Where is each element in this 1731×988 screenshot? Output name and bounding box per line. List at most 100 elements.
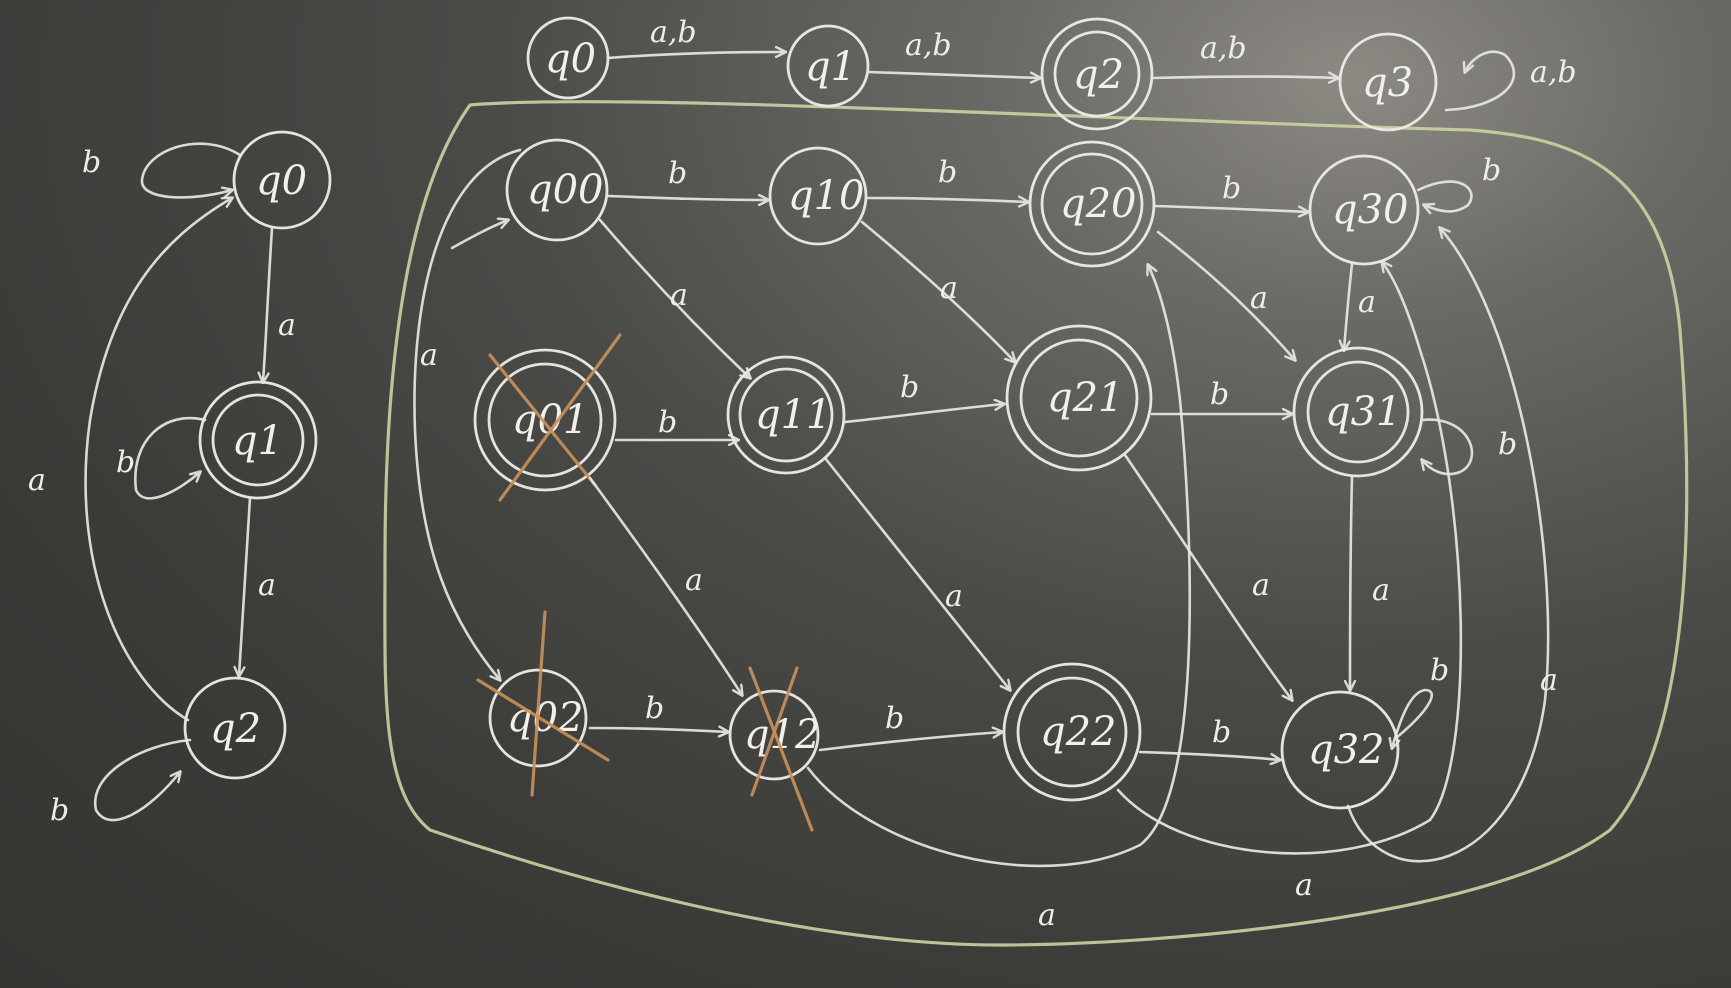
edge-q11-q21 (843, 404, 1004, 424)
state-q20-label: q20 (1060, 181, 1137, 227)
edge-q01-q12 (588, 476, 742, 695)
left-edge-q1-q2-label: a (258, 568, 276, 603)
state-q01-outer (473, 348, 617, 492)
state-q02-label: q02 (507, 695, 584, 741)
edge-q22-q32 (1138, 750, 1280, 760)
edge-q21-q32-label: a (1252, 568, 1270, 603)
state-q21-inner (1019, 338, 1139, 458)
state-q30-label: q30 (1332, 187, 1409, 233)
edge-q12-q22 (818, 732, 1002, 752)
top-state-q0-label: q0 (545, 36, 596, 82)
state-q00 (505, 138, 609, 242)
edge-q30-q31 (1344, 262, 1354, 350)
edge-q10-q20 (866, 198, 1028, 202)
top-edge-q1-q2 (866, 70, 1040, 78)
strike-q12-a (748, 666, 814, 832)
state-q22-inner (1016, 676, 1128, 788)
top-automaton: q0 q1 q2 q3 a,b a,b a,b a,b (526, 15, 1577, 132)
loop-q31 (1422, 418, 1474, 476)
state-q31-inner (1306, 360, 1410, 464)
edge-q00-q10-label: b (668, 156, 687, 191)
edge-q10-q21 (860, 220, 1015, 362)
state-q32-label: q32 (1308, 727, 1385, 773)
left-loop-q2 (93, 738, 192, 822)
strike-q12-b (750, 666, 799, 797)
state-q21-label: q21 (1047, 375, 1124, 421)
edge-q12-q22-label: b (885, 701, 904, 736)
left-state-q0 (232, 130, 332, 230)
top-state-q1-label: q1 (805, 44, 856, 90)
edge-q21-q32 (1123, 453, 1292, 700)
strike-q02-a (476, 678, 610, 762)
edge-q11-q22-label: a (945, 579, 963, 614)
state-q01-inner (487, 362, 603, 478)
top-edge-q0-q1-label: a,b (650, 15, 697, 50)
left-edge-q0-q1 (263, 226, 274, 382)
edge-q12-q20-label: a (1038, 898, 1056, 933)
top-edge-q2-q3 (1150, 77, 1338, 79)
strike-q02-b (530, 610, 547, 797)
edge-q31-q32-label: a (1372, 573, 1390, 608)
left-edge-q2-q0-label: a (28, 463, 46, 498)
state-q11-outer (726, 355, 846, 475)
edge-q20-q31 (1156, 230, 1295, 360)
edge-q11-q22 (823, 456, 1010, 690)
strike-q01-a (488, 353, 597, 487)
state-q02 (488, 668, 588, 768)
top-loop-q3-label: a,b (1530, 55, 1577, 90)
top-state-q3-label: q3 (1362, 60, 1413, 106)
edge-q20-q31-label: a (1250, 281, 1268, 316)
state-q10-label: q10 (788, 173, 865, 219)
left-loop-q1-label: b (116, 445, 135, 480)
top-loop-q3 (1444, 50, 1516, 112)
state-q00-label: q00 (527, 167, 604, 213)
edge-q31-q32 (1350, 474, 1352, 690)
edge-q30-q31-label: a (1358, 285, 1376, 320)
top-state-q2-label: q2 (1073, 52, 1124, 98)
state-q20-inner (1040, 152, 1144, 256)
left-state-q0-label: q0 (256, 158, 307, 204)
state-q11-inner (738, 367, 834, 463)
state-q11-label: q11 (755, 392, 832, 438)
edge-q02-q12 (588, 728, 728, 732)
edge-q10-q20-label: b (938, 155, 957, 190)
left-loop-q0-label: b (82, 145, 101, 180)
left-loop-q1 (134, 416, 207, 500)
loop-q30-label: b (1482, 153, 1501, 188)
edge-q00-q02-label: a (420, 338, 438, 373)
left-automaton: q0 q1 q2 b a b a b a (28, 130, 332, 828)
left-state-q1-label: q1 (232, 418, 283, 464)
state-q01-label: q01 (512, 397, 589, 443)
loop-q30 (1416, 180, 1473, 212)
initial-arrow-q00 (450, 220, 508, 250)
left-edge-q1-q2 (239, 496, 252, 676)
loop-q32-label: b (1430, 653, 1449, 688)
edge-q00-q11-label: a (670, 278, 688, 313)
loop-q32 (1392, 688, 1434, 748)
strike-q01-b (498, 333, 622, 502)
top-edge-q0-q1 (606, 52, 785, 60)
edge-q21-q31-label: b (1210, 377, 1229, 412)
edge-q02-q12-label: b (645, 691, 664, 726)
edge-q01-q12-label: a (685, 563, 703, 598)
state-q31-label: q31 (1325, 389, 1402, 435)
left-edge-q2-q0 (84, 198, 232, 722)
edge-q00-q10 (606, 196, 768, 200)
edge-q32-q30-label: a (1540, 663, 1558, 698)
product-automaton: q00 q10 q20 q30 q01 q11 q21 q31 q02 q12 … (413, 138, 1558, 933)
edge-q22-q30-label: a (1295, 868, 1313, 903)
edge-q20-q30-label: b (1222, 171, 1241, 206)
left-loop-q2-label: b (50, 793, 69, 828)
state-q21-outer (1005, 324, 1153, 472)
left-state-q2-label: q2 (210, 706, 261, 752)
edge-q20-q30 (1153, 204, 1308, 212)
state-q31-outer (1292, 346, 1424, 478)
loop-q31-label: b (1498, 427, 1517, 462)
edge-q12-q20 (806, 265, 1192, 868)
edge-q32-q30 (1346, 228, 1550, 863)
edge-q22-q32-label: b (1212, 715, 1231, 750)
top-edge-q2-q3-label: a,b (1200, 31, 1247, 66)
edge-q00-q02 (413, 148, 522, 680)
edge-q00-q11 (598, 218, 750, 378)
